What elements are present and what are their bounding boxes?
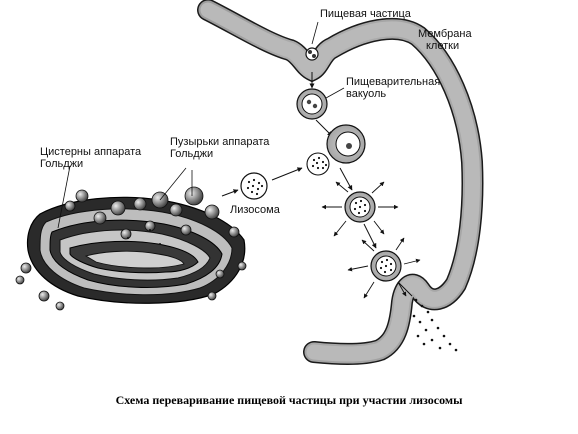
secondary-lysosome-1 bbox=[344, 191, 376, 223]
diffusion-arrows-1 bbox=[321, 181, 399, 237]
vesicles-leader-1 bbox=[159, 167, 187, 201]
arrow-to-exocytosis bbox=[397, 281, 413, 297]
golgi-apparatus bbox=[15, 186, 247, 311]
vacuole-leader bbox=[325, 87, 345, 99]
cell-membrane bbox=[197, 0, 484, 365]
arrow-fusion-to-secondary bbox=[339, 167, 353, 191]
label-vesicles-line1: Пузырьки аппарата bbox=[170, 136, 270, 148]
figure-caption: Схема переваривание пищевой частицы при … bbox=[115, 393, 463, 407]
label-vacuole-line2: вакуоль bbox=[346, 88, 387, 100]
arrow-lysosome-to-fusion bbox=[271, 167, 303, 181]
primary-lysosome bbox=[240, 172, 268, 200]
label-vesicles-line2: Гольджи bbox=[170, 148, 214, 160]
secondary-lysosome-2 bbox=[370, 250, 402, 282]
food-particle bbox=[305, 47, 319, 61]
cisterns-leader bbox=[57, 165, 71, 229]
label-vacuole-line1: Пищеварительная bbox=[346, 76, 441, 88]
food-particle-leader bbox=[311, 21, 319, 45]
label-cisterns-line1: Цистерны аппарата bbox=[40, 146, 142, 158]
digestive-vacuole bbox=[296, 88, 328, 120]
label-membrane-line1: Мембрана bbox=[418, 28, 472, 40]
arrow-golgi-to-lysosome bbox=[221, 189, 239, 197]
arrow-vacuole-to-fusion bbox=[315, 119, 333, 137]
fusion-enzyme-dots bbox=[311, 156, 328, 170]
label-food-particle: Пищевая частица bbox=[320, 8, 411, 20]
diffusion-arrows-2 bbox=[347, 237, 421, 299]
label-lysosome: Лизосома bbox=[230, 204, 280, 216]
label-cisterns-line2: Гольджи bbox=[40, 158, 84, 170]
label-membrane-line2: клетки bbox=[426, 40, 460, 52]
arrow-secondary-down bbox=[363, 223, 377, 249]
vacuole-lysosome-fusion bbox=[306, 124, 366, 176]
